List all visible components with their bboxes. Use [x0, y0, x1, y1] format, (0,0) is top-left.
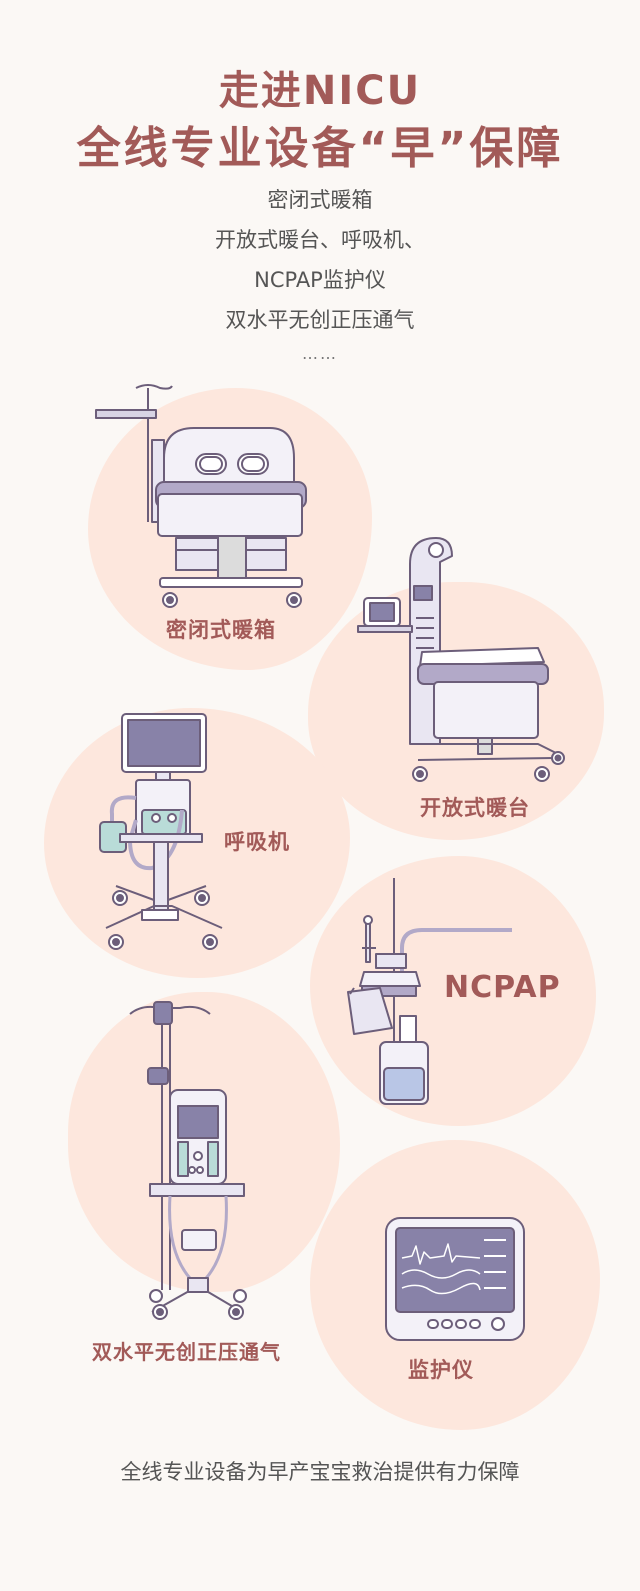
- intro-line-2: 开放式暖台、呼吸机、: [215, 228, 425, 252]
- ncpap-label: NCPAP: [444, 970, 561, 1005]
- monitor-label: 监护仪: [408, 1358, 474, 1382]
- ventilator-label: 呼吸机: [224, 830, 290, 854]
- page-title-line2: 全线专业设备“早”保障: [76, 123, 564, 174]
- page-title-line1: 走进NICU: [218, 68, 422, 114]
- monitor-icon: [385, 1217, 525, 1341]
- incubator-label: 密闭式暖箱: [166, 618, 276, 642]
- intro-line-4: 双水平无创正压通气: [225, 308, 415, 332]
- bipap-label: 双水平无创正压通气: [92, 1340, 281, 1364]
- intro-line-1: 密闭式暖箱: [267, 188, 373, 212]
- intro-ellipsis: ……: [302, 344, 338, 363]
- ventilator-icon: [99, 713, 223, 950]
- intro-line-3: NCPAP监护仪: [254, 268, 386, 292]
- radiant-warmer-label: 开放式暖台: [420, 796, 530, 820]
- radiant-warmer-icon: [357, 537, 565, 782]
- bipap-icon: [129, 1001, 247, 1320]
- footer-text: 全线专业设备为早产宝宝救治提供有力保障: [120, 1460, 520, 1484]
- ncpap-icon: [347, 878, 512, 1105]
- incubator-icon: [95, 384, 307, 608]
